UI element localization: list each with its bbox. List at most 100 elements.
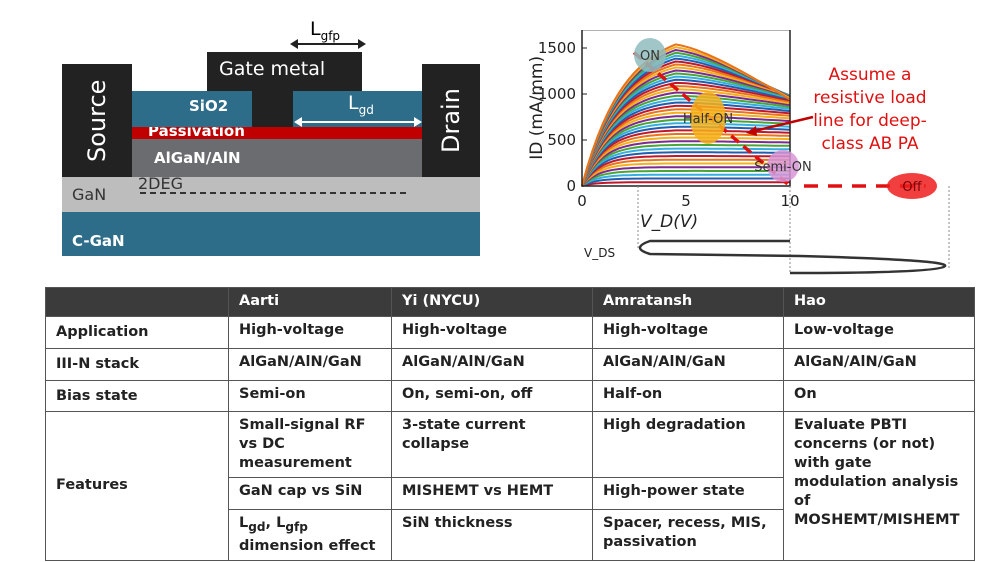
half-on-marker <box>690 92 726 144</box>
series-line <box>581 143 790 187</box>
header-aarti: Aarti <box>228 287 392 317</box>
drain-contact: Drain <box>422 64 480 177</box>
series-line <box>581 43 791 187</box>
series-line <box>581 177 790 187</box>
half-on-label: Half-ON <box>683 112 733 127</box>
comparison-table: Aarti Yi (NYCU) Amratansh Hao Applicatio… <box>45 287 975 561</box>
note-arrowhead <box>746 126 757 136</box>
on-label: ON <box>640 49 660 64</box>
table-cell: AlGaN/AlN/GaN <box>592 348 784 381</box>
table-cell: 3-state current collapse <box>391 411 593 478</box>
x-tick-label: 10 <box>780 192 799 210</box>
passivation-layer: Passivation <box>132 122 422 140</box>
row-label: Bias state <box>45 380 229 412</box>
chart-note: Assume a resistive load line for deep-cl… <box>813 65 927 154</box>
gate-metal: Gate metal <box>207 52 362 91</box>
table-cell: Lgd, Lgfp dimension effect <box>228 509 392 561</box>
table-cell: GaN cap vs SiN <box>228 477 392 510</box>
header-hao: Hao <box>783 287 975 317</box>
table-cell: Semi-on <box>228 380 392 412</box>
series-line <box>581 101 791 187</box>
series-line <box>581 136 791 187</box>
series-line <box>581 111 791 187</box>
table-cell: On <box>783 380 975 412</box>
lgd-label: Lgd <box>348 92 374 117</box>
header-yi: Yi (NYCU) <box>391 287 593 317</box>
table-row: Features Small-signal RF vs DC measureme… <box>45 411 975 561</box>
table-cell: SiN thickness <box>391 509 593 561</box>
x-tick-label: 5 <box>681 192 691 210</box>
vds-label: V_DS <box>584 246 616 260</box>
x-axis-label: V_D(V) <box>640 212 699 232</box>
table-cell: Evaluate PBTI concerns (or not) with gat… <box>783 411 975 561</box>
series-line <box>581 181 790 187</box>
series-line <box>581 155 791 187</box>
gan-layer: GaN <box>62 177 480 212</box>
drain-label: Drain <box>437 88 465 153</box>
c-gan-layer: C-GaN <box>62 212 480 256</box>
source-label: Source <box>83 79 111 162</box>
table-cell: Spacer, recess, MIS, passivation <box>592 509 784 561</box>
series-line <box>581 108 791 187</box>
series-line <box>581 122 791 187</box>
table-cell: AlGaN/AlN/GaN <box>228 348 392 381</box>
lgfp-arrow <box>290 39 366 49</box>
row-label: III-N stack <box>45 348 229 381</box>
series-line <box>581 85 791 187</box>
gate-label: Gate metal <box>219 58 326 80</box>
series-line <box>581 104 791 187</box>
series-line <box>581 115 791 187</box>
y-tick-label: 1000 <box>538 85 576 103</box>
series-line <box>581 158 791 187</box>
table-row: Lgd, Lgfp dimension effect SiN thickness… <box>46 509 975 561</box>
series-line <box>581 91 791 187</box>
series-line <box>581 147 791 187</box>
2deg-line <box>140 192 406 194</box>
note-arrow <box>749 115 814 134</box>
series-line <box>581 140 791 187</box>
sio2-label: SiO2 <box>189 97 229 115</box>
header-amratansh: Amratansh <box>592 287 784 317</box>
2deg-label: 2DEG <box>138 174 184 193</box>
table-cell: Low-voltage <box>783 316 975 349</box>
row-label: Features <box>45 411 229 561</box>
series-line <box>581 151 790 187</box>
y-axis-label: ID (mA/mm) <box>527 56 547 160</box>
table-cell: MISHEMT vs HEMT <box>391 477 593 510</box>
semi-on-marker <box>767 150 799 182</box>
off-marker <box>887 173 937 199</box>
y-tick-label: 500 <box>547 131 576 149</box>
off-label: Off <box>902 180 922 195</box>
c-gan-label: C-GaN <box>72 232 125 250</box>
sio2-left: SiO2 <box>132 91 252 127</box>
on-marker <box>634 38 666 72</box>
plot-frame <box>581 30 791 187</box>
series-line <box>581 162 790 187</box>
row-label: Application <box>45 316 229 349</box>
series-line <box>581 118 791 187</box>
algan-aln-layer: AlGaN/AlN <box>132 139 422 177</box>
series-line <box>581 166 790 187</box>
vds-waveform <box>638 239 947 275</box>
series-line <box>581 88 791 187</box>
gan-label: GaN <box>72 185 107 204</box>
barrier-label: AlGaN/AlN <box>154 149 241 167</box>
table-cell: AlGaN/AlN/GaN <box>391 348 593 381</box>
series-line <box>581 169 790 187</box>
gate-stem <box>252 90 293 127</box>
lgfp-label: Lgfp <box>310 18 341 43</box>
source-contact: Source <box>62 64 132 177</box>
y-tick-label: 0 <box>566 177 576 195</box>
x-tick-label: 0 <box>577 192 587 210</box>
table-cell: AlGaN/AlN/GaN <box>783 348 975 381</box>
table-cell: Small-signal RF vs DC measurement <box>228 411 392 478</box>
header-empty <box>45 287 229 317</box>
table-cell: High-voltage <box>228 316 392 349</box>
y-tick-label: 1500 <box>538 39 576 57</box>
table-header-row: Aarti Yi (NYCU) Amratansh Hao <box>45 287 975 317</box>
table-cell: Half-on <box>592 380 784 412</box>
